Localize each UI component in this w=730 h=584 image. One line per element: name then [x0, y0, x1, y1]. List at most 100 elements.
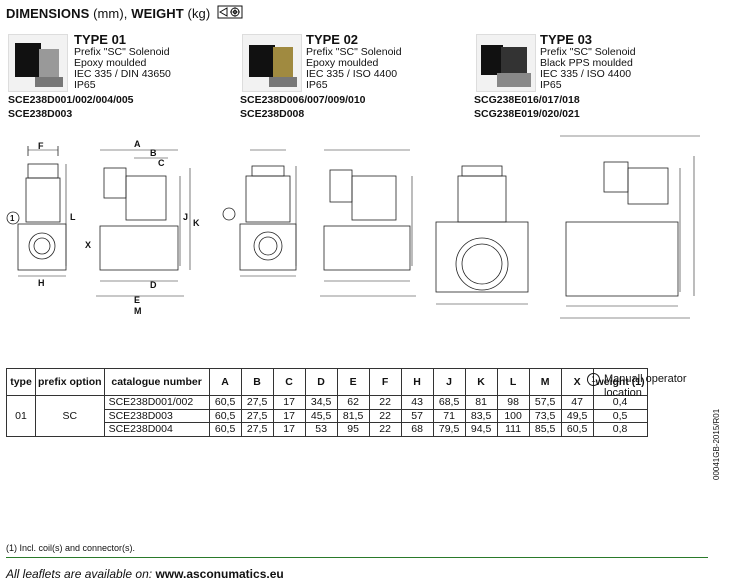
- cell-H: 43: [400, 395, 434, 410]
- table-row: SCE238D004 60,5 27,5 17 53 95 22 68 79,5…: [7, 422, 648, 437]
- dimensions-table: type prefix option catalogue number A B …: [6, 368, 648, 437]
- cell-E: 95: [336, 422, 370, 437]
- type-03-block: TYPE 03 Prefix "SC" Solenoid Black PPS m…: [540, 32, 636, 91]
- col-prefix-option: prefix option: [35, 368, 105, 396]
- cell-M: 73,5: [528, 408, 562, 423]
- cell-L: 111: [496, 422, 530, 437]
- cell-X: 49,5: [560, 408, 594, 423]
- col-weight: weight (1): [592, 368, 648, 396]
- page-title: DIMENSIONS (mm), WEIGHT (kg): [6, 6, 211, 21]
- footnote: (1) Incl. coil(s) and connector(s).: [6, 543, 136, 553]
- cell-F: 22: [368, 395, 402, 410]
- cell-type: 01: [6, 395, 36, 437]
- col-catalogue-number: catalogue number: [103, 368, 210, 396]
- label-A: A: [134, 139, 141, 149]
- type-02-side-view: [320, 149, 416, 297]
- col-F: F: [368, 368, 402, 396]
- cell-J: 79,5: [432, 422, 466, 437]
- table-row: 01 SC SCE238D001/002 60,5 27,5 17 34,5 6…: [6, 395, 648, 437]
- label-C: C: [158, 158, 165, 168]
- table-header-row: type prefix option catalogue number A B …: [6, 368, 648, 396]
- projection-symbol-icon: [217, 5, 243, 19]
- label-M: M: [134, 306, 142, 316]
- cell-K: 83,5: [464, 408, 498, 423]
- cell-weight: 0,8: [592, 422, 648, 437]
- callout-number: 1: [587, 372, 600, 386]
- type-03-front-view: [435, 165, 529, 305]
- col-type: type: [6, 368, 36, 396]
- col-B: B: [240, 368, 274, 396]
- cell-E: 81,5: [336, 408, 370, 423]
- cell-E: 62: [336, 395, 370, 410]
- label-J: J: [183, 212, 188, 222]
- type-01-codes: SCE238D001/002/004/005 SCE238D003: [8, 94, 134, 120]
- cell-C: 17: [272, 395, 306, 410]
- type-02-block: TYPE 02 Prefix "SC" Solenoid Epoxy mould…: [306, 32, 402, 91]
- footer-divider: [6, 557, 708, 558]
- label-B: B: [150, 148, 157, 158]
- cell-weight: 0,5: [592, 408, 648, 423]
- label-D: D: [150, 280, 157, 290]
- type-01-block: TYPE 01 Prefix "SC" Solenoid Epoxy mould…: [74, 32, 171, 91]
- type-01-photo: [8, 34, 68, 92]
- cell-prefix: SC: [35, 395, 105, 437]
- col-K: K: [464, 368, 498, 396]
- cell-K: 94,5: [464, 422, 498, 437]
- label-F: F: [38, 141, 44, 151]
- table-row: SCE238D003 60,5 27,5 17 45,5 81,5 22 57 …: [7, 408, 648, 423]
- cell-catalogue: SCE238D001/002: [103, 395, 210, 410]
- col-C: C: [272, 368, 306, 396]
- type-03-side-view: [560, 135, 700, 319]
- col-D: D: [304, 368, 338, 396]
- label-E: E: [134, 295, 140, 305]
- cell-C: 17: [272, 422, 306, 437]
- cell-weight: 0,4: [592, 395, 648, 410]
- cell-D: 45,5: [304, 408, 338, 423]
- cell-B: 27,5: [240, 408, 274, 423]
- cell-A: 60,5: [208, 408, 242, 423]
- cell-D: 34,5: [304, 395, 338, 410]
- label-K: K: [193, 218, 200, 228]
- cell-F: 22: [368, 422, 402, 437]
- col-M: M: [528, 368, 562, 396]
- type-03-photo: [476, 34, 536, 92]
- cell-H: 68: [400, 422, 434, 437]
- leaflet-line: All leaflets are available on: www.ascon…: [6, 567, 284, 581]
- cell-catalogue: SCE238D003: [103, 408, 210, 423]
- type-02-codes: SCE238D006/007/009/010 SCE238D008: [240, 94, 366, 120]
- cell-H: 57: [400, 408, 434, 423]
- type-02-photo: [242, 34, 302, 92]
- label-X: X: [85, 240, 91, 250]
- cell-catalogue: SCE238D004: [103, 422, 210, 437]
- col-J: J: [432, 368, 466, 396]
- cell-L: 100: [496, 408, 530, 423]
- document-code: 00041GB-2015/R01: [712, 408, 721, 480]
- col-A: A: [208, 368, 242, 396]
- cell-J: 68,5: [432, 395, 466, 410]
- col-E: E: [336, 368, 370, 396]
- col-X: X: [560, 368, 594, 396]
- type-01-side-view: [96, 149, 191, 297]
- cell-M: 57,5: [528, 395, 562, 410]
- cell-B: 27,5: [240, 422, 274, 437]
- cell-D: 53: [304, 422, 338, 437]
- cell-X: 60,5: [560, 422, 594, 437]
- type-02-front-view: [222, 149, 297, 277]
- cell-J: 71: [432, 408, 466, 423]
- cell-B: 27,5: [240, 395, 274, 410]
- dimension-drawings: F 1 L H A B C X J K D E M: [6, 135, 700, 319]
- website-link[interactable]: www.asconumatics.eu: [155, 567, 284, 581]
- cell-F: 22: [368, 408, 402, 423]
- col-L: L: [496, 368, 530, 396]
- cell-A: 60,5: [208, 395, 242, 410]
- cell-K: 81: [464, 395, 498, 410]
- cell-A: 60,5: [208, 422, 242, 437]
- col-H: H: [400, 368, 434, 396]
- cell-L: 98: [496, 395, 530, 410]
- type-01-front-view: [6, 146, 67, 277]
- label-H: H: [38, 278, 45, 288]
- label-L: L: [70, 212, 76, 222]
- label-1: 1: [10, 214, 15, 223]
- cell-M: 85,5: [528, 422, 562, 437]
